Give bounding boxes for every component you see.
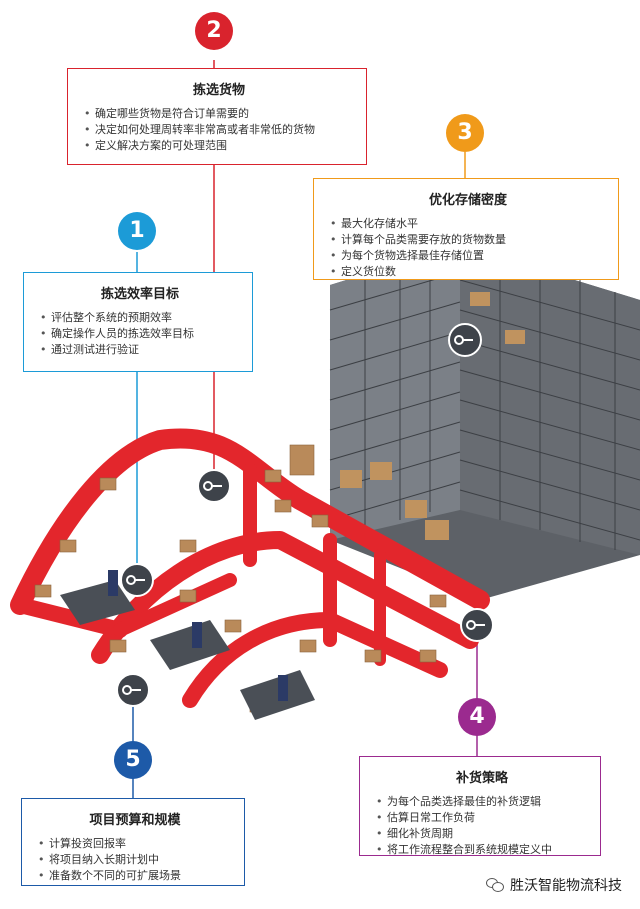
step-4-badge: 4 [458, 698, 496, 736]
list-item: 计算每个品类需要存放的货物数量 [330, 232, 606, 248]
step-3-callout: 优化存储密度 最大化存储水平 计算每个品类需要存放的货物数量 为每个货物选择最佳… [313, 178, 619, 280]
list-item: 通过测试进行验证 [40, 342, 240, 358]
list-item: 计算投资回报率 [38, 836, 232, 852]
step-1-callout: 拣选效率目标 评估整个系统的预期效率 确定操作人员的拣选效率目标 通过测试进行验… [23, 272, 253, 372]
list-item: 估算日常工作负荷 [376, 810, 588, 826]
list-item: 为每个货物选择最佳存储位置 [330, 248, 606, 264]
step-1-badge: 1 [118, 212, 156, 250]
picking-stations [60, 570, 315, 720]
step-1-title: 拣选效率目标 [100, 287, 179, 302]
step-1-list: 评估整个系统的预期效率 确定操作人员的拣选效率目标 通过测试进行验证 [40, 310, 240, 358]
step-3-list: 最大化存储水平 计算每个品类需要存放的货物数量 为每个货物选择最佳存储位置 定义… [330, 216, 606, 280]
key-icon [120, 563, 154, 597]
list-item: 细化补货周期 [376, 826, 588, 842]
step-4-callout: 补货策略 为每个品类选择最佳的补货逻辑 估算日常工作负荷 细化补货周期 将工作流… [359, 756, 601, 858]
step-3-badge: 3 [446, 114, 484, 152]
cartons [34, 444, 447, 713]
step-3-title: 优化存储密度 [428, 193, 507, 208]
list-item: 评估整个系统的预期效率 [40, 310, 240, 326]
key-icon [197, 469, 231, 503]
list-item: 定义解决方案的可处理范围 [84, 138, 354, 154]
key-icon [448, 323, 482, 357]
list-item: 准备数个不同的可扩展场景 [38, 868, 232, 884]
list-item: 将工作流程整合到系统规模定义中 [376, 842, 588, 858]
step-2-callout: 拣选货物 确定哪些货物是符合订单需要的 决定如何处理周转率非常高或者非常低的货物… [67, 68, 367, 165]
step-5-callout: 项目预算和规模 计算投资回报率 将项目纳入长期计划中 准备数个不同的可扩展场景 [21, 798, 245, 886]
key-icon [116, 673, 150, 707]
watermark: 胜沃智能物流科技 [486, 875, 622, 895]
list-item: 确定操作人员的拣选效率目标 [40, 326, 240, 342]
step-4-title: 补货策略 [455, 771, 508, 786]
list-item: 将项目纳入长期计划中 [38, 852, 232, 868]
storage-racks [329, 245, 640, 600]
key-icon [460, 608, 494, 642]
step-4-list: 为每个品类选择最佳的补货逻辑 估算日常工作负荷 细化补货周期 将工作流程整合到系… [376, 794, 588, 858]
list-item: 定义货位数 [330, 264, 606, 280]
step-2-list: 确定哪些货物是符合订单需要的 决定如何处理周转率非常高或者非常低的货物 定义解决… [84, 106, 354, 154]
step-5-list: 计算投资回报率 将项目纳入长期计划中 准备数个不同的可扩展场景 [38, 836, 232, 884]
watermark-text: 胜沃智能物流科技 [510, 878, 622, 894]
conveyor-network [10, 428, 490, 708]
step-5-badge: 5 [114, 741, 152, 779]
step-2-title: 拣选货物 [192, 83, 245, 98]
key-markers [116, 323, 494, 707]
step-2-badge: 2 [195, 12, 233, 50]
step-5-title: 项目预算和规模 [89, 813, 181, 828]
list-item: 为每个品类选择最佳的补货逻辑 [376, 794, 588, 810]
wechat-icon [486, 878, 504, 892]
list-item: 决定如何处理周转率非常高或者非常低的货物 [84, 122, 354, 138]
list-item: 最大化存储水平 [330, 216, 606, 232]
list-item: 确定哪些货物是符合订单需要的 [84, 106, 354, 122]
